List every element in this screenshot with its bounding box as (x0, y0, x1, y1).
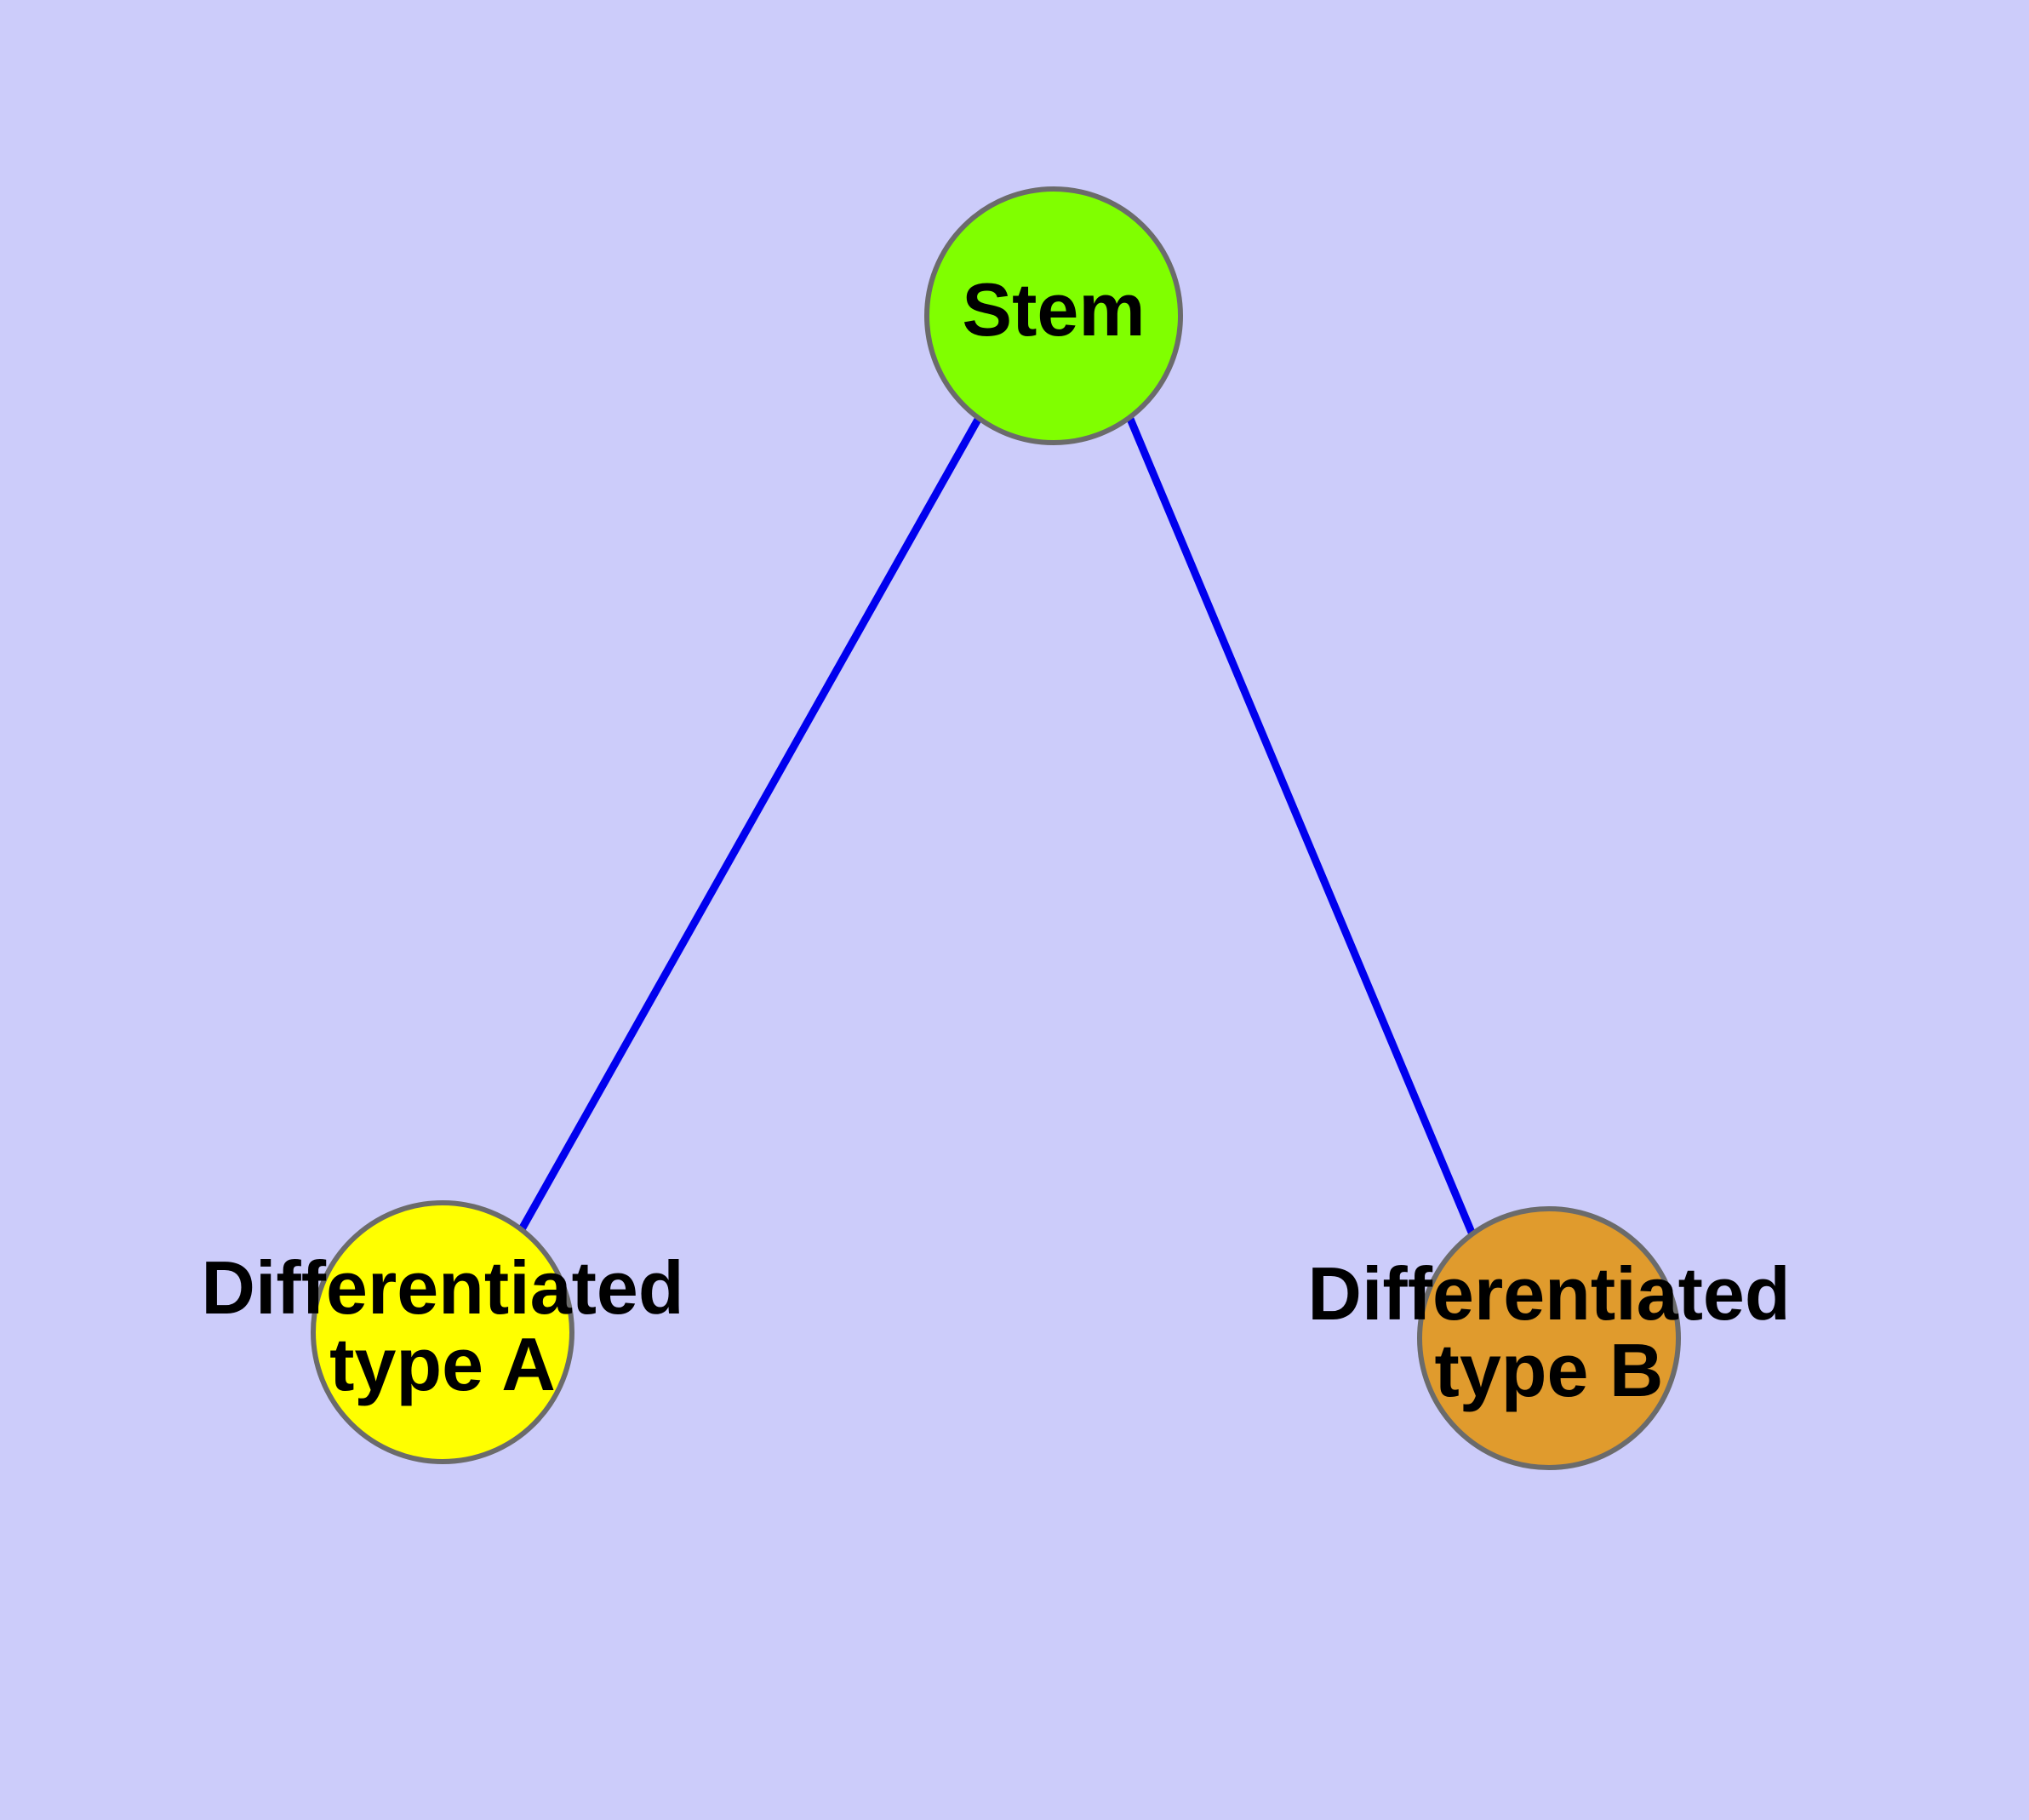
nodes-layer (311, 186, 1681, 1470)
node-label-line: type B (1435, 1328, 1664, 1412)
node-label-line: Stem (962, 267, 1145, 352)
edges-layer (518, 415, 1477, 1236)
node-diff_b[interactable] (1417, 1206, 1681, 1470)
node-label-stem: Stem (962, 267, 1145, 352)
node-stem[interactable] (924, 186, 1183, 445)
node-diff_a[interactable] (311, 1200, 574, 1464)
node-label-line: Differentiated (201, 1245, 683, 1330)
edge-stem-to-diff-b[interactable] (1126, 417, 1477, 1236)
node-label-line: Differentiated (1307, 1251, 1790, 1336)
edge-stem-to-diff-a[interactable] (518, 415, 982, 1232)
node-label-line: type A (329, 1322, 556, 1406)
